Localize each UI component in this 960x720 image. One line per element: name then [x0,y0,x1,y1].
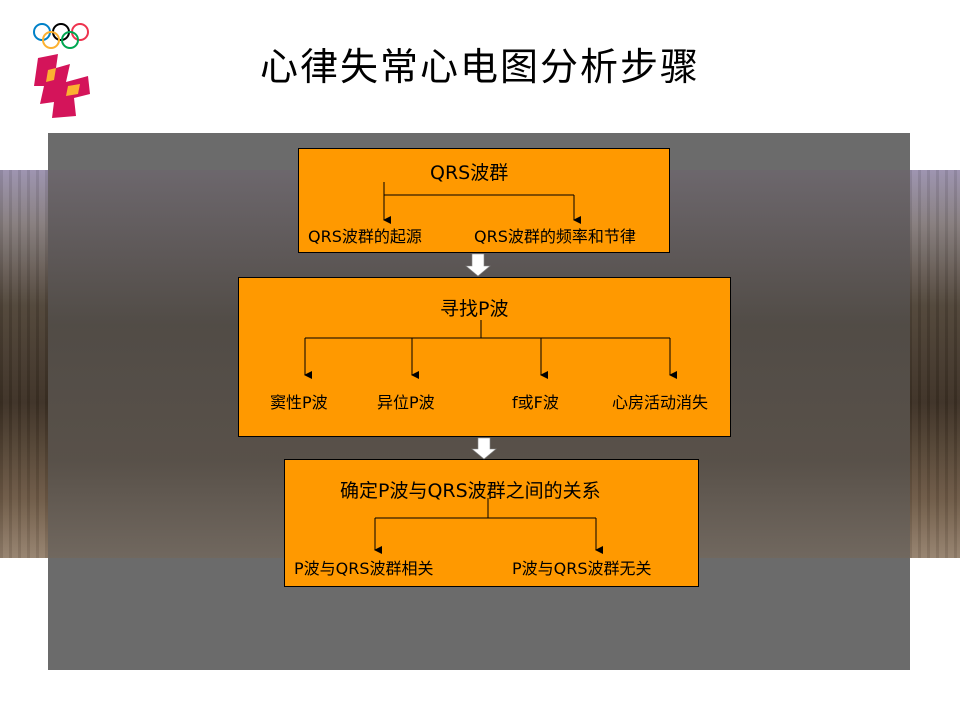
relation-item-unrelated: P波与QRS波群无关 [512,559,652,578]
p-wave-item-atrial-absent: 心房活动消失 [612,393,709,412]
relation-box [284,459,699,587]
qrs-item-rate-rhythm: QRS波群的频率和节律 [474,227,636,246]
olympic-logo-icon [33,23,90,118]
relation-item-related: P波与QRS波群相关 [294,559,434,578]
qrs-box [298,148,670,253]
p-wave-box [238,277,731,437]
page-title: 心律失常心电图分析步骤 [259,45,700,89]
qrs-item-origin: QRS波群的起源 [308,227,422,246]
relation-heading: 确定P波与QRS波群之间的关系 [340,480,601,502]
p-wave-item-ectopic: 异位P波 [377,393,435,412]
down-arrow-1-icon [465,253,491,277]
p-wave-item-sinus: 窦性P波 [270,393,328,412]
p-wave-heading: 寻找P波 [440,298,509,320]
qrs-heading: QRS波群 [430,162,509,184]
p-wave-item-f-wave: f或F波 [512,393,559,412]
down-arrow-2-icon [471,437,497,460]
